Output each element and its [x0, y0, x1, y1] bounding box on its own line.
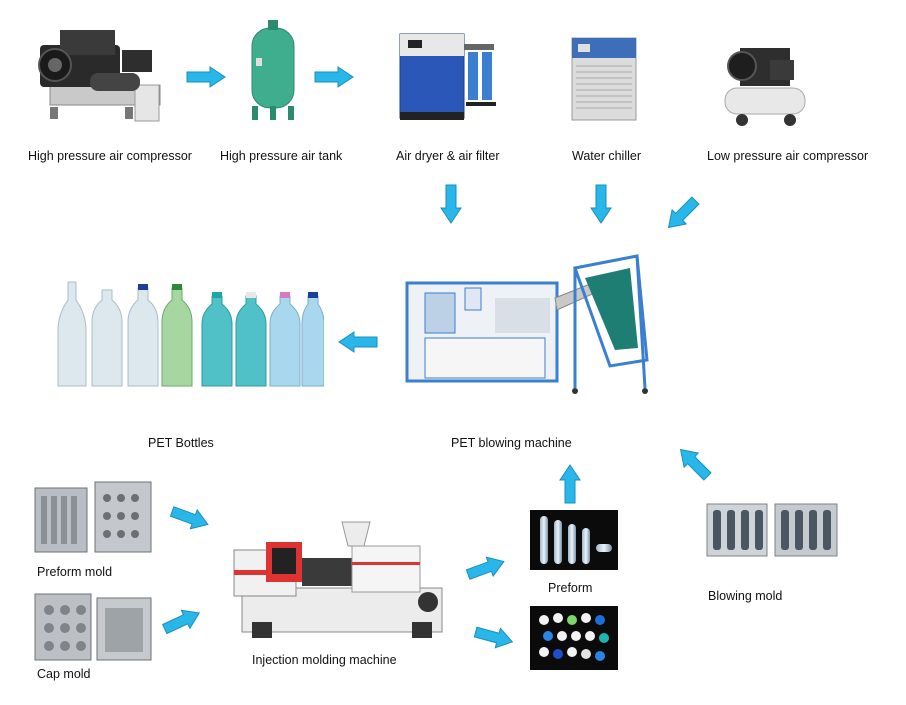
preform-mold-image: [33, 478, 153, 560]
arrow-diagonal: [672, 441, 716, 485]
label-preform: Preform: [548, 581, 593, 595]
arrow-diagonal: [660, 192, 704, 236]
arrow-down: [440, 184, 462, 224]
caps-image: [530, 606, 618, 670]
high-pressure-tank-image: [248, 18, 298, 123]
label-hp-tank: High pressure air tank: [220, 149, 343, 163]
label-hp-compressor: High pressure air compressor: [28, 149, 192, 163]
label-cap-mold: Cap mold: [37, 667, 91, 681]
high-pressure-compressor-image: [30, 25, 170, 125]
mold-icon: [706, 503, 838, 557]
arrow-diagonal: [472, 621, 516, 653]
pet-bottles-image: [52, 272, 325, 390]
compressor-icon: [38, 30, 161, 122]
chiller-icon: [571, 37, 637, 121]
compressor-icon: [724, 48, 806, 126]
arrow-up: [559, 464, 581, 504]
preform-image: [530, 510, 618, 570]
caps-icon: [539, 613, 609, 661]
water-chiller-image: [570, 36, 638, 124]
cap-mold-image: [33, 588, 153, 668]
arrow-down: [590, 184, 612, 224]
label-air-dryer: Air dryer & air filter: [396, 149, 500, 163]
pet-blowing-machine-image: [405, 238, 650, 398]
label-pet-blowing-machine: PET blowing machine: [451, 436, 572, 450]
blowing-machine-icon: [405, 254, 649, 394]
air-dryer-icon: [399, 33, 496, 120]
air-dryer-image: [398, 32, 498, 124]
mold-icon: [34, 593, 152, 661]
air-tank-icon: [251, 20, 295, 120]
low-pressure-compressor-image: [720, 40, 810, 128]
arrow-diagonal: [159, 603, 205, 640]
arrow-right: [186, 66, 226, 88]
blowing-mold-image: [705, 500, 839, 560]
bottles-icon: [57, 281, 325, 387]
label-injection-machine: Injection molding machine: [252, 653, 397, 667]
preform-icon: [540, 516, 612, 564]
arrow-diagonal: [167, 501, 212, 535]
arrow-left: [338, 331, 378, 353]
label-water-chiller: Water chiller: [572, 149, 641, 163]
label-pet-bottles: PET Bottles: [148, 436, 214, 450]
label-lp-compressor: Low pressure air compressor: [707, 149, 869, 163]
mold-icon: [34, 481, 152, 553]
label-blowing-mold: Blowing mold: [708, 589, 783, 603]
injection-machine-image: [232, 518, 450, 640]
label-preform-mold: Preform mold: [37, 565, 113, 579]
arrow-diagonal: [463, 551, 508, 585]
injection-machine-icon: [233, 521, 443, 638]
arrow-right: [314, 66, 354, 88]
